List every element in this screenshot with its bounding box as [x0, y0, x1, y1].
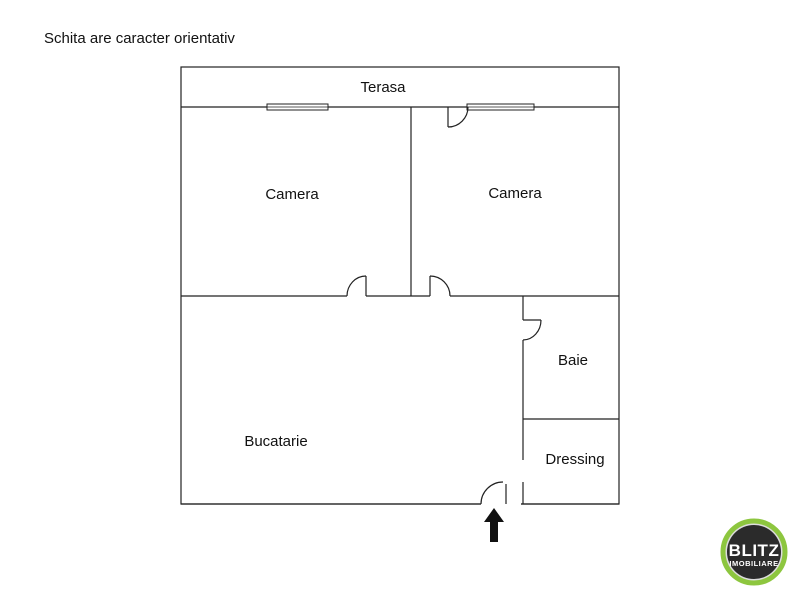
door-camera-left — [346, 275, 367, 297]
room-label-camera-left: Camera — [265, 186, 319, 203]
room-label-dressing: Dressing — [545, 451, 604, 468]
room-label-camera-right: Camera — [488, 185, 542, 202]
entrance-arrow-icon — [484, 508, 504, 542]
logo-line-1: BLITZ — [729, 541, 780, 560]
entrance-door — [181, 481, 619, 508]
logo-ring — [720, 518, 788, 586]
room-label-baie: Baie — [558, 352, 588, 369]
logo-body — [727, 525, 781, 579]
room-label-bucatarie: Bucatarie — [244, 433, 307, 450]
terrace-door — [447, 106, 469, 128]
logo-line-2: IMOBILIARE — [729, 559, 778, 568]
door-camera-right — [429, 275, 451, 297]
blitz-logo: BLITZ IMOBILIARE — [720, 518, 788, 586]
disclaimer-note: Schita are caracter orientativ — [44, 30, 235, 47]
door-baie — [522, 319, 542, 341]
room-label-terasa: Terasa — [360, 79, 406, 96]
